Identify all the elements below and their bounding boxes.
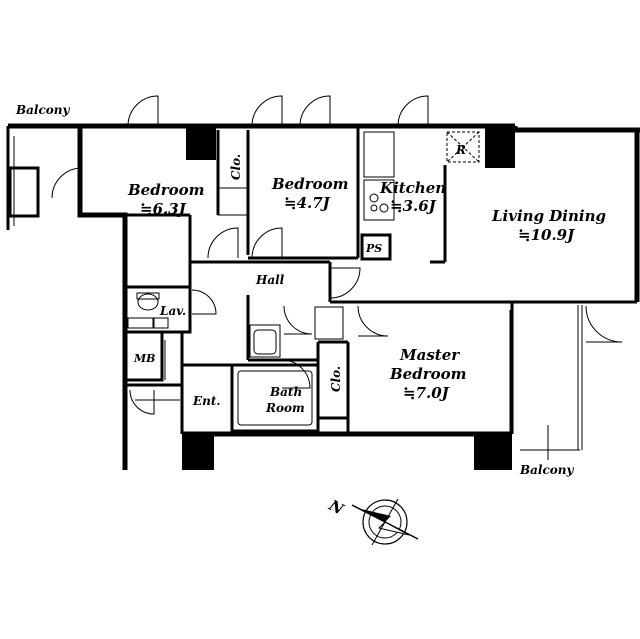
- living-dining-name: Living Dining: [491, 207, 606, 225]
- hall-label: Hall: [255, 273, 285, 287]
- balcony-top-label: Balcony: [15, 103, 71, 117]
- pipe-space-label: PS: [365, 242, 382, 255]
- bedroom-1-size: ≒6.3J: [140, 200, 187, 218]
- pillars: [182, 126, 515, 470]
- master-bedroom-line2: Bedroom: [389, 365, 467, 383]
- entrance-label: Ent.: [192, 394, 221, 408]
- meter-box-label: MB: [133, 352, 155, 365]
- master-bedroom-line1: Master: [399, 346, 460, 364]
- kitchen-size: ≒3.6J: [390, 197, 437, 215]
- bedroom-1-name: Bedroom: [127, 181, 205, 199]
- refrigerator-label: R: [455, 143, 466, 157]
- closet-2-label: Clo.: [329, 366, 343, 392]
- lavatory-label: Lav.: [159, 304, 186, 318]
- master-bedroom-size: ≒7.0J: [403, 384, 450, 402]
- kitchen-name: Kitchen: [379, 179, 446, 197]
- bedroom-2-name: Bedroom: [271, 175, 349, 193]
- bedroom-2-size: ≒4.7J: [284, 194, 331, 212]
- doors: [51, 95, 623, 415]
- closet-1-label: Clo.: [229, 154, 243, 180]
- bathroom-label-line1: Bath: [269, 385, 302, 399]
- living-dining-size: ≒10.9J: [518, 226, 575, 244]
- compass-north-label: N: [325, 496, 348, 519]
- compass-icon: [351, 498, 419, 546]
- balcony-bottom-label: Balcony: [519, 463, 575, 477]
- interior-walls: [123, 126, 583, 460]
- fixtures: [127, 131, 480, 380]
- bathroom-label-line2: Room: [265, 401, 305, 415]
